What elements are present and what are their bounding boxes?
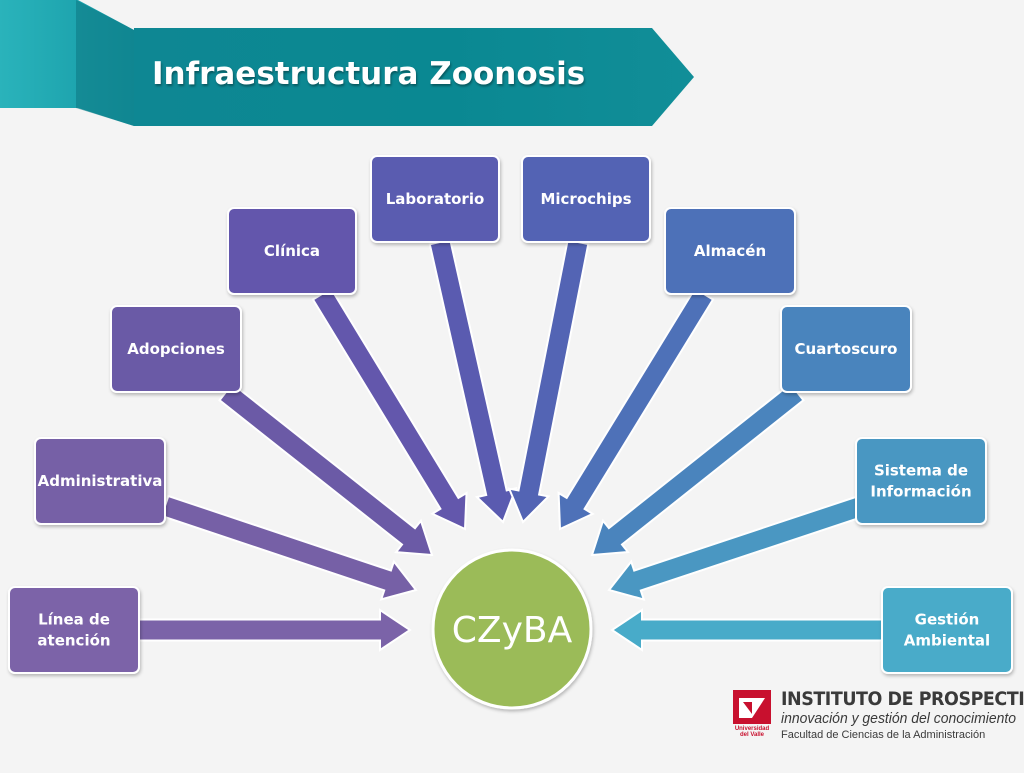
node-adopciones: Adopciones: [110, 305, 242, 393]
node-box-laboratorio: [370, 155, 500, 243]
logo-tagline: innovación y gestión del conocimiento: [781, 710, 1016, 727]
arrow-cuartoscuro: [590, 382, 805, 557]
node-label-linea-atencion: atención: [37, 632, 110, 650]
node-box-sistema-informacion: [855, 437, 987, 525]
node-box-gestion-ambiental: [881, 586, 1013, 674]
center-node: CZyBA: [431, 548, 593, 710]
node-sistema-informacion: Sistema de Información: [855, 437, 987, 525]
node-clinica: Clínica: [227, 207, 357, 295]
node-label-almacen: Almacén: [694, 242, 766, 260]
node-label-adopciones: Adopciones: [127, 340, 225, 358]
node-label-clinica: Clínica: [264, 242, 320, 260]
arrow-laboratorio: [428, 238, 518, 524]
node-label-linea-atencion: Línea de: [38, 611, 110, 629]
node-administrativa: Administrativa: [34, 437, 166, 525]
arrow-linea-atencion: [138, 608, 412, 652]
node-label-cuartoscuro: Cuartoscuro: [795, 340, 898, 358]
node-laboratorio: Laboratorio: [370, 155, 500, 243]
logo-institute-name: INSTITUTO DE PROSPECTIVA: [781, 688, 1024, 710]
node-box-cuartoscuro: [780, 305, 912, 393]
arrow-administrativa: [160, 494, 418, 601]
arrow-gestion-ambiental: [610, 608, 883, 652]
center-circle: [431, 548, 593, 710]
node-linea-atencion: Línea de atención: [8, 586, 140, 674]
center-label: CZyBA: [452, 610, 573, 651]
node-label-laboratorio: Laboratorio: [386, 190, 485, 208]
arrow-microchips: [507, 238, 590, 524]
node-box-microchips: [521, 155, 651, 243]
node-box-almacen: [664, 207, 796, 295]
logo-faculty: Facultad de Ciencias de la Administració…: [781, 729, 986, 741]
arrows-layer: [138, 238, 883, 652]
arrow-clinica: [311, 287, 468, 531]
node-microchips: Microchips: [521, 155, 651, 243]
title-banner: [0, 0, 694, 126]
node-almacen: Almacén: [664, 207, 796, 295]
university-seal-icon: Universidad del Valle: [733, 690, 771, 744]
node-box-administrativa: [34, 437, 166, 525]
boxes-layer: Línea de atención Administrativa Adopciones…: [8, 155, 1013, 674]
arrow-sistema-informacion: [607, 494, 867, 601]
arrow-adopciones: [218, 382, 434, 557]
node-cuartoscuro: Cuartoscuro: [780, 305, 912, 393]
node-label-administrativa: Administrativa: [38, 472, 163, 490]
node-label-gestion-ambiental: Gestión: [915, 611, 980, 629]
arrow-almacen: [557, 287, 715, 531]
banner-arrow: [134, 28, 694, 126]
node-box-linea-atencion: [8, 586, 140, 674]
seal-text: Universidad del Valle: [734, 726, 770, 738]
node-label-sistema-informacion: Sistema de: [874, 462, 968, 480]
node-box-adopciones: [110, 305, 242, 393]
banner-fold-shade: [76, 0, 134, 126]
node-label-microchips: Microchips: [540, 190, 631, 208]
page-title: Infraestructura Zoonosis: [152, 56, 586, 92]
node-box-clinica: [227, 207, 357, 295]
institute-logo: Universidad del Valle INSTITUTO DE PROSP…: [733, 688, 1024, 746]
node-label-sistema-informacion: Información: [870, 483, 971, 501]
node-label-gestion-ambiental: Ambiental: [904, 632, 990, 650]
